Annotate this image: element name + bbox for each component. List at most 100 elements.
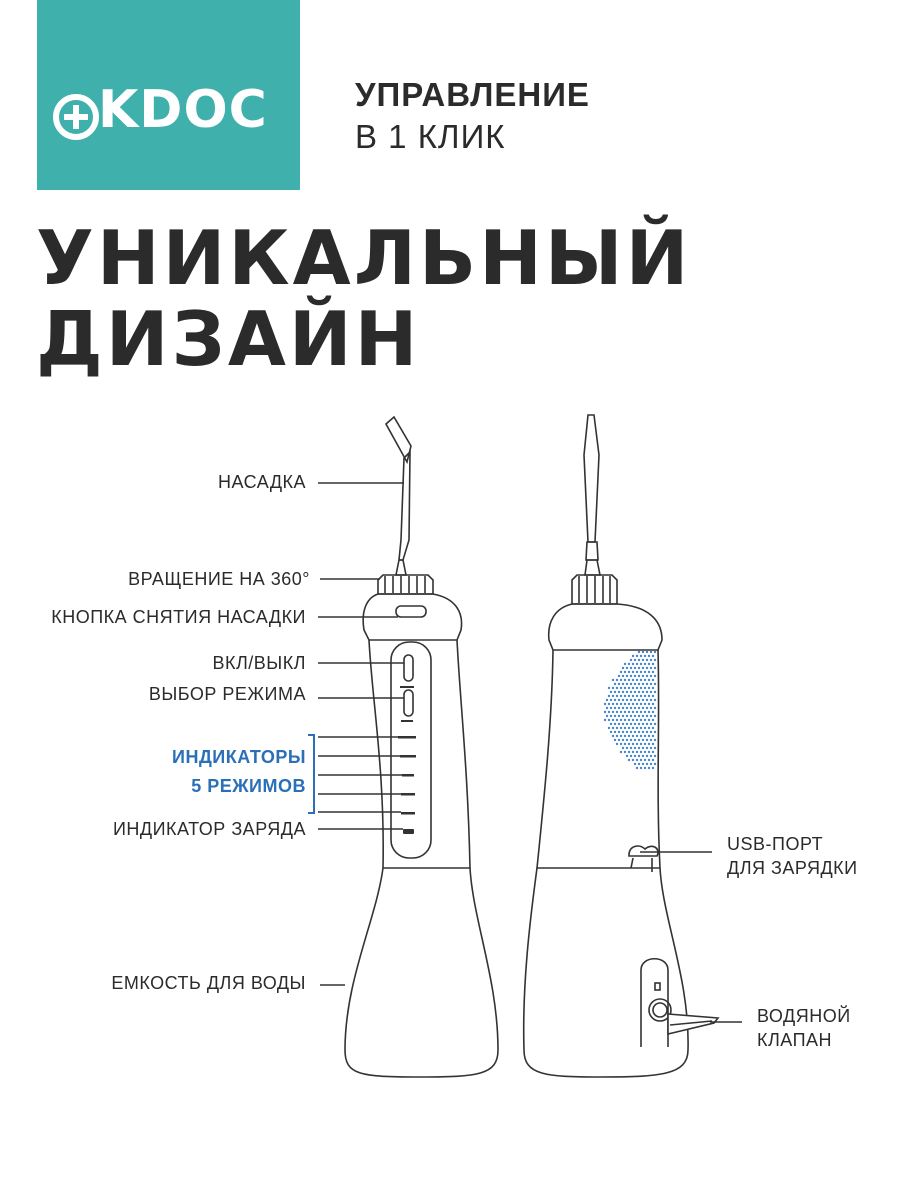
speaker-dot (637, 682, 641, 686)
speaker-dot (619, 718, 623, 722)
speaker-dot (649, 658, 653, 662)
page-title-line1: УНИКАЛЬНЫЙ (36, 214, 692, 302)
speaker-dot (637, 762, 641, 766)
speaker-dot (647, 726, 651, 730)
speaker-dot (633, 762, 637, 766)
speaker-dot (627, 758, 631, 762)
speaker-dot (633, 754, 637, 758)
speaker-dot (639, 742, 643, 746)
speaker-dot (623, 678, 627, 682)
speaker-dot (643, 734, 647, 738)
speaker-dot (649, 722, 653, 726)
speaker-dot (621, 698, 625, 702)
speaker-dot (651, 670, 655, 674)
speaker-dot (627, 694, 631, 698)
speaker-dot (619, 742, 623, 746)
speaker-dot (645, 650, 649, 654)
speaker-dot (629, 674, 633, 678)
speaker-dot (619, 750, 623, 754)
speaker-dot (617, 698, 621, 702)
speaker-dot (649, 762, 653, 766)
speaker-dot (629, 738, 633, 742)
speaker-dot (639, 734, 643, 738)
speaker-dot (625, 714, 629, 718)
speaker-dot (645, 738, 649, 742)
speaker-dot (637, 650, 641, 654)
speaker-dot (615, 718, 619, 722)
speaker-dot (649, 746, 653, 750)
speaker-dot (627, 670, 631, 674)
speaker-dot (617, 722, 621, 726)
speaker-dot (647, 662, 651, 666)
label-usb-port-purpose: ДЛЯ ЗАРЯДКИ (727, 858, 858, 878)
speaker-dot (613, 690, 617, 694)
speaker-dot (645, 698, 649, 702)
speaker-dot (647, 742, 651, 746)
tagline-line1: УПРАВЛЕНИЕ (355, 76, 590, 113)
indicators-bracket (308, 734, 315, 814)
speaker-dot (633, 690, 637, 694)
speaker-dot (633, 714, 637, 718)
speaker-dot (629, 682, 633, 686)
speaker-dot (625, 754, 629, 758)
speaker-dot (613, 682, 617, 686)
speaker-dot (621, 738, 625, 742)
speaker-dot (641, 650, 645, 654)
speaker-dot (647, 718, 651, 722)
speaker-dot (611, 686, 615, 690)
speaker-dot (629, 730, 633, 734)
speaker-dot (641, 738, 645, 742)
speaker-dot (651, 750, 655, 754)
speaker-dot (647, 750, 651, 754)
speaker-dot (621, 730, 625, 734)
speaker-dot (643, 662, 647, 666)
speaker-dot (647, 758, 651, 762)
label-water-valve: ВОДЯНОЙ (757, 1006, 851, 1026)
speaker-dot (635, 654, 639, 658)
speaker-dot (605, 706, 609, 710)
speaker-dot (631, 734, 635, 738)
speaker-dot (631, 678, 635, 682)
leader-lines (318, 482, 742, 1023)
speaker-dot (641, 698, 645, 702)
speaker-dot (627, 710, 631, 714)
speaker-dot (617, 690, 621, 694)
speaker-dot (639, 718, 643, 722)
speaker-dot (635, 702, 639, 706)
speaker-dot (645, 682, 649, 686)
speaker-dot (653, 674, 657, 678)
speaker-dot (653, 658, 657, 662)
speaker-dot (653, 682, 657, 686)
speaker-dot (627, 686, 631, 690)
speaker-dot (649, 738, 653, 742)
speaker-dot (627, 702, 631, 706)
speaker-dot (639, 694, 643, 698)
speaker-dot (625, 698, 629, 702)
tagline-line2: В 1 КЛИК (355, 118, 506, 155)
speaker-dot (621, 674, 625, 678)
speaker-dot (639, 750, 643, 754)
speaker-dot (631, 742, 635, 746)
speaker-dot (633, 658, 637, 662)
speaker-dot (615, 710, 619, 714)
label-nozzle-release: КНОПКА СНЯТИЯ НАСАДКИ (51, 607, 306, 627)
speaker-dot (653, 730, 657, 734)
page-title-line2: ДИЗАЙН (36, 295, 421, 383)
speaker-dot (649, 754, 653, 758)
speaker-dot (651, 710, 655, 714)
speaker-dot (641, 666, 645, 670)
speaker-dot (623, 734, 627, 738)
speaker-dot (643, 686, 647, 690)
speaker-dot (635, 678, 639, 682)
speaker-dot (611, 702, 615, 706)
speaker-dot (629, 666, 633, 670)
speaker-dot (633, 746, 637, 750)
speaker-dot (611, 678, 615, 682)
speaker-dot (621, 706, 625, 710)
speaker-dot (643, 750, 647, 754)
speaker-dot (619, 726, 623, 730)
speaker-dot (627, 750, 631, 754)
speaker-dot (611, 726, 615, 730)
speaker-dot (627, 662, 631, 666)
